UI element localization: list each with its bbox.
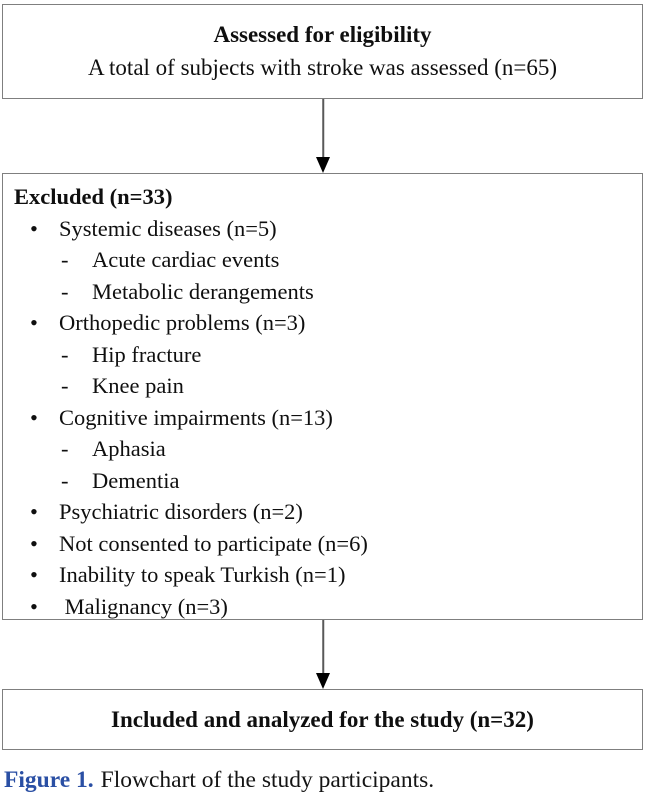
excluded-subitem: -Dementia (14, 465, 634, 497)
excluded-item: • Inability to speak Turkish (n=1) (14, 559, 634, 591)
excluded-subitem-label: Acute cardiac events (92, 247, 280, 272)
bullet-icon: • (30, 499, 38, 524)
dash-icon: - (61, 436, 69, 461)
excluded-box: Excluded (n=33) • Systemic diseases (n=5)… (2, 173, 643, 620)
bullet-icon: • (30, 215, 38, 241)
excluded-item: • Not consented to participate (n=6) (14, 528, 634, 560)
excluded-subitem-label: Metabolic derangements (92, 278, 314, 304)
excluded-item: • Psychiatric disorders (n=2) (14, 496, 634, 528)
excluded-item-label: Not consented to participate (n=6) (59, 530, 368, 556)
assessed-box-title: Assessed for eligibility (213, 21, 432, 47)
figure-caption-text: Flowchart of the study participants. (100, 767, 435, 793)
excluded-item-label: Inability to speak Turkish (n=1) (59, 562, 346, 587)
dash-icon: - (61, 467, 69, 493)
excluded-item-label: Orthopedic problems (n=3) (59, 310, 306, 335)
dash-icon: - (61, 247, 69, 272)
bullet-icon: • (30, 593, 38, 619)
excluded-item: • Systemic diseases (n=5) (14, 213, 634, 245)
dash-icon: - (61, 373, 69, 398)
figure-caption-label: Figure 1. (4, 767, 94, 793)
excluded-item-label: Malignancy (n=3) (59, 593, 228, 619)
included-box-title: Included and analyzed for the study (n=3… (111, 706, 534, 732)
excluded-subitem: -Knee pain (14, 370, 634, 402)
excluded-item-label: Systemic diseases (n=5) (59, 215, 277, 241)
excluded-item: • Cognitive impairments (n=13) (14, 402, 634, 434)
excluded-item: • Orthopedic problems (n=3) (14, 307, 634, 339)
figure-caption: Figure 1.Flowchart of the study particip… (4, 766, 434, 794)
bullet-icon: • (30, 404, 38, 430)
flow-arrow-bottom (315, 620, 331, 689)
excluded-item: • Malignancy (n=3) (14, 591, 634, 623)
excluded-subitem-label: Knee pain (92, 373, 184, 398)
excluded-item-label: Cognitive impairments (n=13) (59, 404, 333, 430)
excluded-subitem: -Hip fracture (14, 339, 634, 371)
excluded-subitem-label: Hip fracture (92, 341, 202, 367)
included-box: Included and analyzed for the study (n=3… (2, 689, 643, 750)
dash-icon: - (61, 278, 69, 304)
assessed-box-subtitle: A total of subjects with stroke was asse… (87, 55, 558, 80)
excluded-subitem: -Metabolic derangements (14, 276, 634, 308)
excluded-subitem: -Aphasia (14, 433, 634, 465)
excluded-subitem-label: Aphasia (92, 436, 166, 461)
arrow-line (322, 620, 324, 675)
excluded-subitem: -Acute cardiac events (14, 244, 634, 276)
arrow-head-icon (316, 673, 330, 689)
bullet-icon: • (30, 530, 38, 556)
excluded-subitem-label: Dementia (92, 467, 180, 493)
excluded-item-label: Psychiatric disorders (n=2) (59, 499, 303, 524)
bullet-icon: • (30, 310, 38, 335)
flow-arrow-top (315, 99, 331, 173)
arrow-line (322, 99, 324, 159)
dash-icon: - (61, 341, 69, 367)
bullet-icon: • (30, 562, 38, 587)
assessed-for-eligibility-box: Assessed for eligibility A total of subj… (2, 4, 643, 99)
excluded-box-title: Excluded (n=33) (14, 184, 173, 209)
arrow-head-icon (316, 157, 330, 173)
